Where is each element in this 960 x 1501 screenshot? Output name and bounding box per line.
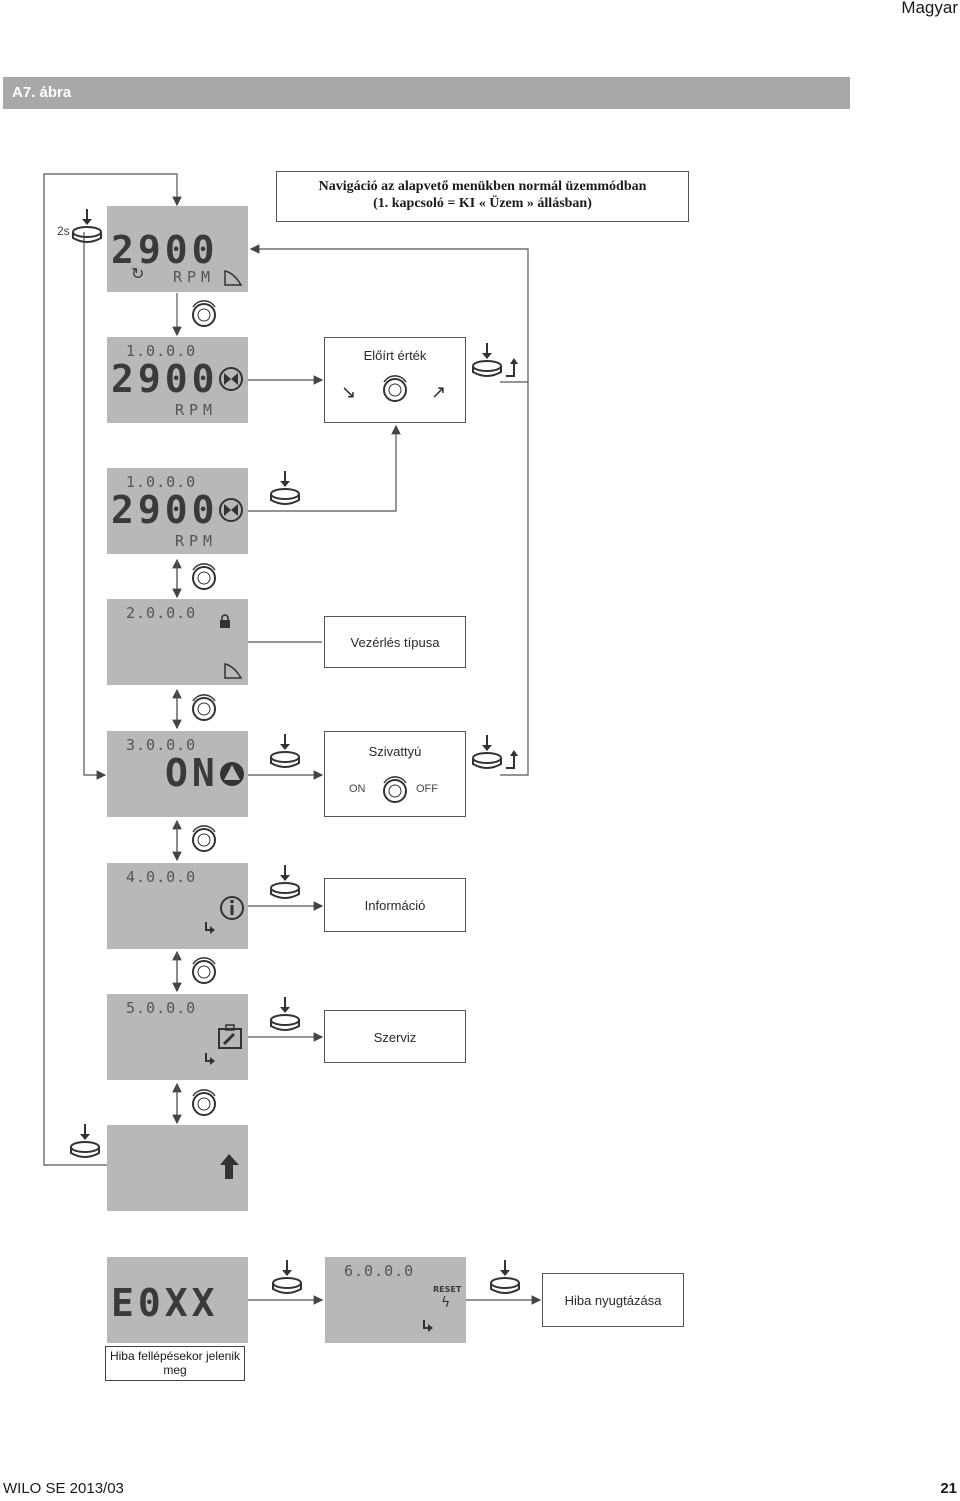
display-menu-6: 6.0.0.0 RESET ϟ (325, 1257, 466, 1343)
menu-code: 3.0.0.0 (126, 736, 197, 754)
service-box: Szerviz (324, 1010, 466, 1063)
setpoint-box: Előírt érték ↘ ↗ (324, 337, 466, 423)
information-box: Információ (324, 878, 466, 932)
speed-value: 2900 (111, 488, 219, 532)
page-number: 21 (940, 1480, 957, 1497)
rotary-knob-icon (192, 300, 216, 327)
figure-header-bar: A7. ábra (3, 77, 850, 109)
fault-ack-box: Hiba nyugtázása (542, 1273, 684, 1327)
valve-icon (219, 498, 243, 522)
pump-label: Szivattyú (368, 744, 422, 759)
press-button-icon (270, 865, 300, 899)
fault-ack-label: Hiba nyugtázása (564, 1293, 662, 1308)
press-button-icon (72, 209, 102, 243)
enter-arrow-icon (205, 922, 215, 934)
lock-icon (220, 614, 230, 628)
information-label: Információ (364, 898, 426, 913)
back-arrow-icon (220, 1154, 239, 1179)
speed-value: 2900 (111, 357, 219, 401)
pump-on-label: ON (349, 783, 366, 795)
display-menu-4: 4.0.0.0 (107, 863, 248, 949)
fault-icon: ϟ (441, 1295, 451, 1311)
setpoint-label: Előírt érték (363, 348, 427, 363)
display-menu-5: 5.0.0.0 (107, 994, 248, 1080)
display-menu-2: 2.0.0.0 (107, 599, 248, 685)
valve-icon (219, 367, 243, 391)
control-type-label: Vezérlés típusa (350, 635, 440, 650)
rotary-knob-icon (383, 375, 407, 402)
error-code: E0XX (111, 1281, 219, 1325)
menu-code: 1.0.0.0 (126, 342, 197, 360)
display-error: E0XX (107, 1257, 248, 1343)
decrease-arrow-icon: ↘ (341, 382, 357, 402)
enter-arrow-icon (205, 1053, 215, 1065)
language-label: Magyar (901, 0, 958, 17)
display-back (107, 1125, 248, 1211)
rotary-knob-icon (192, 563, 216, 590)
service-toolbox-icon (218, 1024, 242, 1049)
control-type-box: Vezérlés típusa (324, 616, 466, 668)
diagram-title: Navigáció az alapvető menükben normál üz… (276, 171, 689, 222)
display-home: 2900 RPM ↻ (107, 206, 248, 292)
enter-arrow-icon (423, 1320, 433, 1332)
rotation-icon: ↻ (131, 264, 145, 283)
rotary-knob-icon (192, 1089, 216, 1116)
rotary-knob-icon (192, 694, 216, 721)
press-button-icon (272, 1260, 302, 1294)
increase-arrow-icon: ↗ (431, 382, 447, 402)
menu-code: 2.0.0.0 (126, 604, 197, 622)
unit-label: RPM (175, 401, 218, 419)
display-menu-1: 1.0.0.0 2900 RPM (107, 337, 248, 423)
pump-off-label: OFF (416, 783, 438, 795)
unit-label: RPM (175, 532, 218, 550)
rotary-knob-icon (192, 957, 216, 984)
title-line-1: Navigáció az alapvető menükben normál üz… (318, 179, 647, 194)
rotary-knob-icon (192, 825, 216, 852)
press-button-icon (70, 1124, 100, 1158)
press-return-icon (472, 735, 518, 769)
reset-label: RESET (433, 1285, 462, 1294)
pump-icon (220, 762, 244, 786)
press-button-icon (270, 997, 300, 1031)
press-button-icon (490, 1260, 520, 1294)
unit-label: RPM (173, 268, 216, 286)
menu-code: 5.0.0.0 (126, 999, 197, 1017)
curve-icon (224, 270, 242, 286)
menu-code: 6.0.0.0 (344, 1262, 415, 1280)
error-note: Hiba fellépésekor jelenik meg (105, 1346, 245, 1381)
speed-value: 2900 (111, 228, 219, 272)
hold-duration-label: 2s (57, 224, 70, 238)
press-return-icon (472, 343, 518, 377)
pump-box: Szivattyú ON OFF (324, 731, 466, 817)
service-label: Szerviz (373, 1030, 417, 1045)
menu-code: 1.0.0.0 (126, 473, 197, 491)
rotary-knob-icon (383, 776, 407, 803)
curve-icon (224, 663, 242, 679)
footer-publisher: WILO SE 2013/03 (3, 1480, 124, 1497)
pump-state: ON (165, 751, 219, 795)
press-button-icon (270, 471, 300, 505)
press-button-icon (270, 734, 300, 768)
info-icon (220, 896, 244, 920)
figure-label: A7. ábra (12, 84, 72, 101)
title-line-2: (1. kapcsoló = KI « Üzem » állásban) (373, 196, 592, 211)
display-menu-1-edit: 1.0.0.0 2900 RPM (107, 468, 248, 554)
menu-code: 4.0.0.0 (126, 868, 197, 886)
display-menu-3: 3.0.0.0 ON (107, 731, 248, 817)
